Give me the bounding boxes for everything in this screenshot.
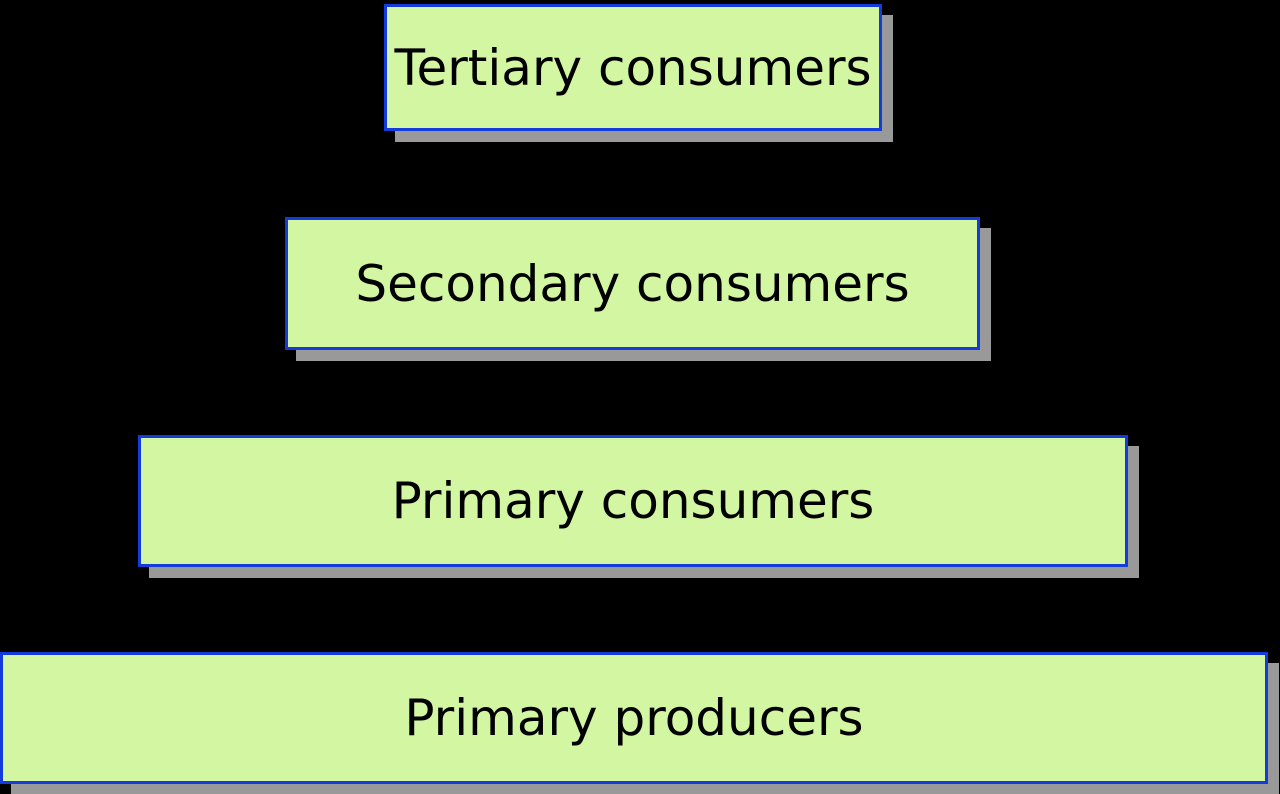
level-box-primary-producers: Primary producers — [0, 652, 1268, 784]
level-box-primary-consumers: Primary consumers — [138, 435, 1128, 567]
level-label-primary-consumers: Primary consumers — [391, 472, 875, 530]
level-box-secondary-consumers: Secondary consumers — [285, 217, 980, 350]
level-box-tertiary-consumers: Tertiary consumers — [384, 4, 882, 131]
level-label-primary-producers: Primary producers — [404, 689, 864, 747]
level-label-secondary-consumers: Secondary consumers — [355, 254, 910, 313]
level-label-tertiary-consumers: Tertiary consumers — [394, 38, 872, 97]
